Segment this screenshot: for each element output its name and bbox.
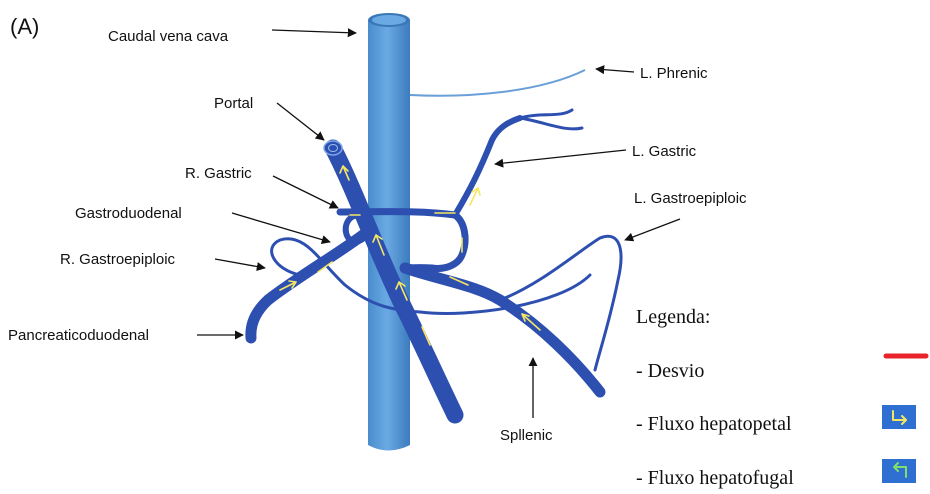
left-gastric-branch-lower [520,118,582,129]
label-gastroduodenal: Gastroduodenal [75,205,182,222]
pointer-gastroduodenal [232,213,330,242]
label-r-gastroepiploic: R. Gastroepiploic [60,251,176,268]
pointer-r-gastric [273,176,338,208]
label-splenic: Spllenic [500,427,553,444]
hepatofugal-arrow-icon [882,459,916,483]
hepatopetal-arrow-icon [882,405,916,429]
left-gastric-vein [455,118,520,215]
legend-item-hepatopetal: - Fluxo hepatopetal [636,413,792,435]
legend-item-desvio: - Desvio [636,360,704,382]
label-l-gastroepiploic: L. Gastroepiploic [634,190,747,207]
pointer-r-gastroepiploic [215,259,265,268]
panel-label: (A) [10,14,39,39]
legend: Legenda: - Desvio - Fluxo hepatopetal - … [636,306,926,489]
left-phrenic-vein [410,70,585,96]
label-l-phrenic: L. Phrenic [640,65,708,82]
pointer-l-phrenic [596,69,634,72]
left-gastric-branch-upper [520,110,572,118]
legend-item-hepatofugal: - Fluxo hepatofugal [636,467,794,489]
pointer-portal [277,103,324,140]
pointer-caudal-vena-cava [272,30,356,33]
label-pointers [197,30,680,418]
portal-system-vessels [251,110,621,415]
label-caudal-vena-cava: Caudal vena cava [108,28,229,45]
label-pancreaticoduodenal: Pancreaticoduodenal [8,327,149,344]
pointer-l-gastroepiploic [625,219,680,240]
label-portal: Portal [214,95,253,112]
legend-title: Legenda: [636,306,710,328]
pointer-l-gastric [495,150,626,164]
label-l-gastric: L. Gastric [632,143,697,160]
portal-vein-opening [324,141,342,155]
label-r-gastric: R. Gastric [185,165,252,182]
